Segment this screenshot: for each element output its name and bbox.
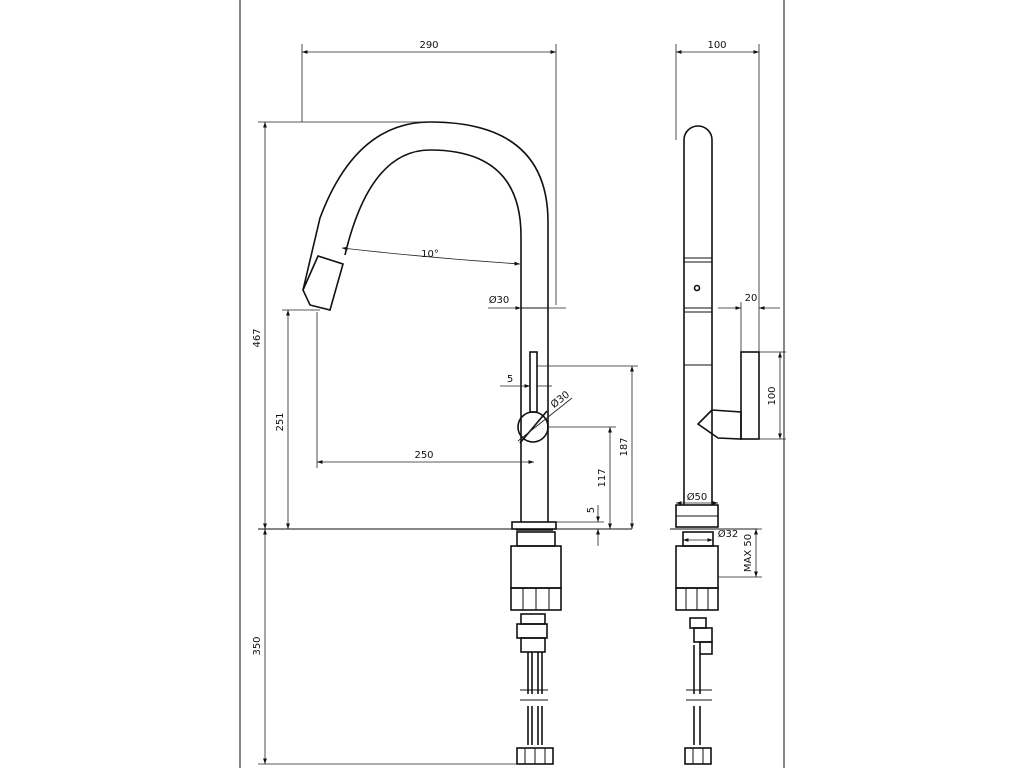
front-spout [302, 121, 549, 311]
dim-250: 250 [316, 312, 534, 468]
dim-under-counter-label: 350 [252, 636, 263, 655]
side-view: 100 20 100 Ø50 Ø32 [670, 40, 786, 765]
side-under-counter [675, 531, 719, 765]
dim-max-counter-label: MAX 50 [743, 534, 754, 572]
dim-lever-offset-label: 20 [745, 293, 758, 304]
dim-lever-gap-label: 5 [507, 374, 513, 385]
dim-side-32: Ø32 [683, 528, 739, 542]
front-under-counter [510, 531, 562, 765]
dim-neck-diameter-label: Ø30 [489, 294, 510, 306]
dim-base: 5 [556, 505, 604, 546]
dim-angle: 10° [341, 246, 521, 266]
dim-spout-height-label: 251 [275, 412, 286, 431]
dim-350: 350 [252, 529, 517, 765]
dim-neck-diameter: Ø30 [488, 294, 566, 310]
dim-side-100-vert: 100 [759, 351, 786, 440]
side-column [675, 125, 719, 528]
dim-depth-total-label: 100 [707, 40, 726, 51]
dim-290: 290 [301, 40, 557, 305]
dim-467: 467 [252, 121, 430, 529]
side-lever [696, 351, 760, 440]
dim-side-20: 20 [718, 293, 780, 352]
dim-117: 117 [548, 426, 616, 529]
front-view: 290 467 251 250 10° Ø30 [252, 40, 638, 765]
dim-reach-label: 250 [414, 450, 433, 461]
dim-base-height-label: 5 [586, 507, 597, 513]
dim-lever-center-label: 117 [597, 468, 608, 487]
dim-lever-diameter: Ø30 [517, 389, 573, 442]
front-body [511, 307, 557, 531]
dim-side-100-top: 100 [675, 40, 760, 352]
dim-lever-length-label: 100 [767, 386, 778, 405]
dim-lever-gap: 5 [500, 374, 552, 388]
dim-side-max50: MAX 50 [718, 528, 762, 578]
dim-base-diameter-label: Ø50 [687, 491, 708, 503]
dim-hole-diameter-label: Ø32 [718, 528, 739, 540]
sheet-frame [239, 0, 785, 768]
dim-angle-label: 10° [421, 249, 439, 260]
dim-187: 187 [537, 365, 638, 529]
dim-width-total-label: 290 [419, 40, 438, 51]
dim-side-50: Ø50 [676, 491, 718, 505]
dim-lever-top-label: 187 [619, 437, 630, 456]
dim-251: 251 [275, 309, 320, 529]
dim-height-total-label: 467 [252, 328, 263, 347]
